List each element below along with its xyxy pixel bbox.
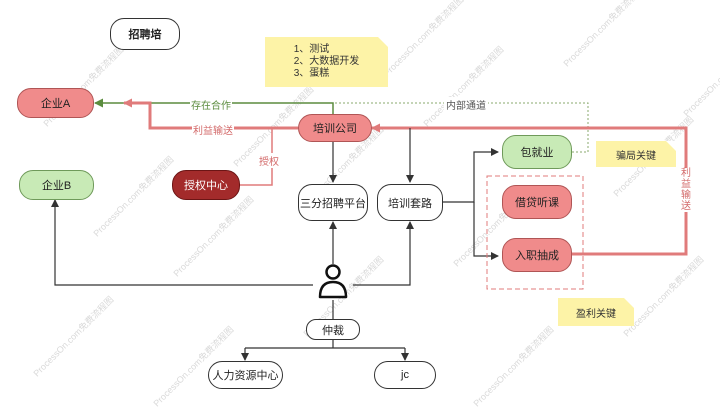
- scam-key-label: 骗局关键: [616, 150, 656, 162]
- company-a-node[interactable]: 企业A: [17, 88, 94, 118]
- auth-center-node[interactable]: 授权中心: [172, 170, 240, 200]
- edge-authorization: [240, 128, 273, 186]
- edge-cooperation: [94, 98, 334, 115]
- edge-routine-to-commission: [473, 202, 499, 260]
- loan-class-node[interactable]: 借贷听课: [502, 185, 572, 219]
- edge-routine-split: [443, 148, 499, 203]
- company-a-label: 企业A: [40, 98, 71, 110]
- scam-key-note[interactable]: 骗局关键: [596, 141, 676, 167]
- profit-key-note[interactable]: 盈利关键: [558, 298, 634, 326]
- company-b-label: 企业B: [41, 180, 72, 192]
- edge-person-to-company-b: [51, 199, 313, 286]
- hr-center-node[interactable]: 人力资源中心: [208, 361, 283, 389]
- edge-person-to-routine: [353, 221, 414, 286]
- recruit-platform-label: 三分招聘平台: [300, 197, 366, 210]
- scam-group-box: [486, 175, 584, 290]
- training-company-label: 培训公司: [313, 123, 357, 135]
- internal-channel-label: 内部通道: [444, 97, 488, 112]
- hr-center-label: 人力资源中心: [212, 370, 279, 382]
- arbitration-label: 仲裁: [322, 324, 344, 337]
- training-routine-label: 培训套路: [388, 197, 432, 210]
- edge-arbitration-split: [245, 339, 405, 349]
- course-note-item: 3、蛋糕: [293, 68, 330, 79]
- loan-class-label: 借贷听课: [515, 197, 559, 209]
- company-b-node[interactable]: 企业B: [19, 170, 94, 200]
- course-note-item: 2、大数据开发: [293, 56, 360, 67]
- job-guarantee-label: 包就业: [520, 147, 554, 159]
- title-label: 招聘培: [128, 29, 162, 41]
- arbitration-node[interactable]: 仲裁: [306, 319, 360, 340]
- jc-node[interactable]: jc: [374, 361, 436, 389]
- course-note-item: 1、测试: [293, 44, 330, 55]
- cooperation-label: 存在合作: [190, 97, 232, 112]
- profit-transfer-b-label: 利益输送: [680, 168, 692, 212]
- profit-key-label: 盈利关键: [576, 308, 616, 320]
- course-note[interactable]: 1、测试 2、大数据开发 3、蛋糕: [265, 37, 388, 87]
- auth-center-label: 授权中心: [184, 180, 228, 192]
- authorization-label: 授权: [259, 153, 279, 168]
- person-icon: [318, 264, 348, 299]
- training-routine-node[interactable]: 培训套路: [377, 184, 443, 221]
- title-node[interactable]: 招聘培: [110, 18, 180, 50]
- profit-transfer-a-label: 利益输送: [192, 122, 234, 137]
- commission-node[interactable]: 入职抽成: [502, 238, 572, 272]
- jc-label: jc: [401, 369, 409, 381]
- commission-label: 入职抽成: [515, 250, 559, 262]
- course-note-list: 1、测试 2、大数据开发 3、蛋糕: [294, 44, 360, 80]
- job-guarantee-node[interactable]: 包就业: [502, 135, 572, 169]
- recruit-platform-node[interactable]: 三分招聘平台: [298, 184, 368, 221]
- training-company-node[interactable]: 培训公司: [298, 114, 372, 142]
